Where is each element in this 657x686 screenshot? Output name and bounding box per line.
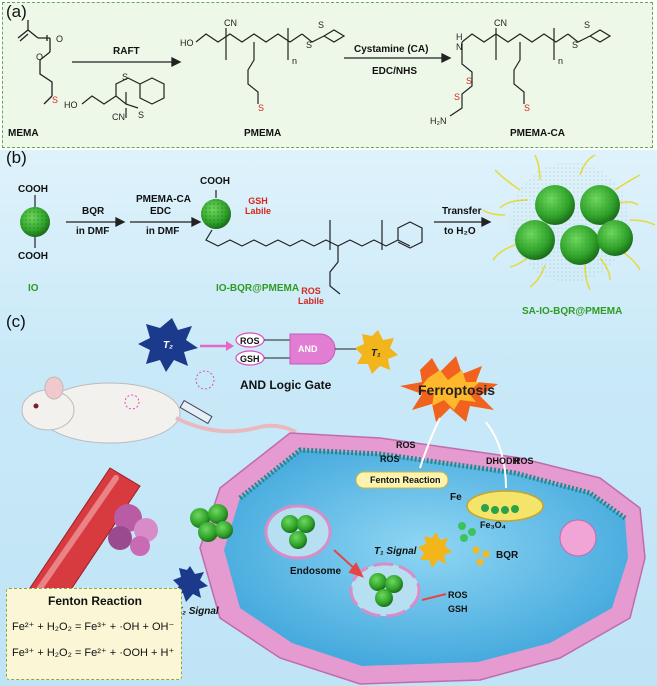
pmema-label: PMEMA (244, 128, 282, 139)
np-cluster-outside (190, 504, 233, 542)
fenton-box-title: Fenton Reaction (48, 594, 143, 608)
raft-label: RAFT (113, 46, 140, 57)
dhodh-label: DHODH (486, 456, 519, 466)
panel-a-structures: O O S HO CN S S HO CN S S n S H N CN S S (17, 18, 612, 126)
dmf-step-sub: in DMF (146, 226, 180, 237)
pmema-structure (195, 28, 346, 104)
gsh-labile: GSH Labile (244, 196, 271, 216)
mitochondrion (466, 490, 544, 522)
svg-text:HO: HO (64, 100, 78, 110)
svg-text:S: S (584, 20, 590, 30)
gsh-marker: GSH (448, 604, 468, 614)
pmema-ca-structure (449, 28, 612, 117)
ros-marker-2: ROS (396, 440, 416, 450)
bqr-label: BQR (496, 550, 519, 561)
pmema-ca-step-label: PMEMA-CA (136, 194, 191, 205)
svg-text:S: S (138, 110, 144, 120)
t1-signal-label: T₁ Signal (374, 546, 417, 557)
t2-signal-label: T₂ Signal (176, 606, 219, 617)
svg-text:S: S (466, 76, 472, 86)
and-gate (289, 333, 336, 365)
fenton-equation-2: Fe³⁺ + H₂O₂ = Fe²⁺ + ·OOH + H⁺ (12, 647, 175, 659)
svg-text:O: O (56, 34, 63, 44)
and-gate-label: AND (298, 344, 318, 354)
svg-text:S: S (52, 95, 58, 105)
panel-a-label: (a) (6, 2, 27, 21)
cooh-np: COOH (200, 176, 230, 187)
svg-text:S: S (572, 40, 578, 50)
svg-text:CN: CN (494, 18, 507, 28)
fe3o4-label: Fe₃O₄ (480, 520, 506, 530)
endosome-1 (264, 504, 332, 560)
svg-text:N: N (456, 42, 463, 52)
svg-text:HO: HO (180, 38, 194, 48)
svg-text:S: S (454, 92, 460, 102)
svg-text:S: S (306, 40, 312, 50)
mema-structure (17, 20, 53, 105)
svg-text:n: n (292, 56, 297, 66)
endosome-label: Endosome (290, 566, 342, 577)
ros-labile: ROS Labile (297, 286, 324, 306)
t2-star (138, 318, 198, 372)
fenton-pill (355, 471, 449, 489)
ros-marker-4: ROS (448, 590, 468, 600)
ros-marker-3: ROS (514, 456, 534, 466)
tumor-cluster (108, 504, 158, 556)
svg-text:H₂N: H₂N (430, 116, 447, 126)
edc-step-label: EDC (150, 206, 172, 217)
raft-arrow (72, 56, 182, 68)
and-logic-gate-title: AND Logic Gate (240, 378, 332, 392)
cystamine-label: Cystamine (CA) (354, 44, 429, 55)
t2-label: T₂ (163, 340, 173, 351)
t1-label: T₁ (371, 348, 381, 359)
panel-b-label: (b) (6, 148, 27, 167)
svg-text:O: O (36, 52, 43, 62)
endosome-2 (349, 562, 421, 618)
lysosome (559, 519, 597, 557)
mouse-illustration (21, 376, 297, 444)
panel-c-label: (c) (6, 312, 26, 331)
cooh-top: COOH (18, 184, 48, 195)
t1-star (355, 330, 398, 374)
to-water-label: to H₂O (444, 226, 476, 237)
cooh-bottom: COOH (18, 251, 48, 262)
ferroptosis-label: Ferroptosis (418, 382, 496, 398)
mema-label: MEMA (8, 128, 39, 139)
panel-b-graphics (20, 154, 656, 295)
sa-io-label: SA-IO-BQR@PMEMA (522, 306, 623, 317)
bqr-step-sub: in DMF (76, 226, 110, 237)
svg-text:H: H (456, 32, 463, 42)
svg-text:CN: CN (224, 18, 237, 28)
fenton-equation-1: Fe²⁺ + H₂O₂ = Fe³⁺ + ·OH + OH⁻ (12, 621, 175, 633)
ros-marker-1: ROS (380, 454, 400, 464)
gsh-gate-input: GSH (240, 354, 260, 364)
io-bqr-label: IO-BQR@PMEMA (216, 283, 300, 294)
io-label: IO (28, 283, 39, 294)
fenton-reaction-box (6, 588, 182, 680)
transfer-label: Transfer (442, 206, 482, 217)
fe-label: Fe (450, 492, 462, 503)
ros-gate-input: ROS (240, 336, 260, 346)
svg-text:S: S (258, 103, 264, 113)
svg-text:CN: CN (112, 112, 125, 122)
io-bqr-nanoparticle (201, 190, 423, 295)
bqr-step-label: BQR (82, 206, 105, 217)
svg-text:S: S (122, 72, 128, 82)
svg-text:n: n (558, 56, 563, 66)
syringe (179, 370, 215, 425)
svg-text:S: S (524, 103, 530, 113)
svg-text:S: S (318, 20, 324, 30)
pmema-ca-label: PMEMA-CA (510, 128, 565, 139)
panel-a-scheme (2, 2, 653, 148)
ferroptosis-burst (400, 356, 498, 422)
fenton-label: Fenton Reaction (370, 475, 441, 485)
cystamine-arrow (344, 52, 452, 64)
edc-nhs-label: EDC/NHS (372, 66, 418, 77)
io-nanoparticle (20, 195, 50, 248)
